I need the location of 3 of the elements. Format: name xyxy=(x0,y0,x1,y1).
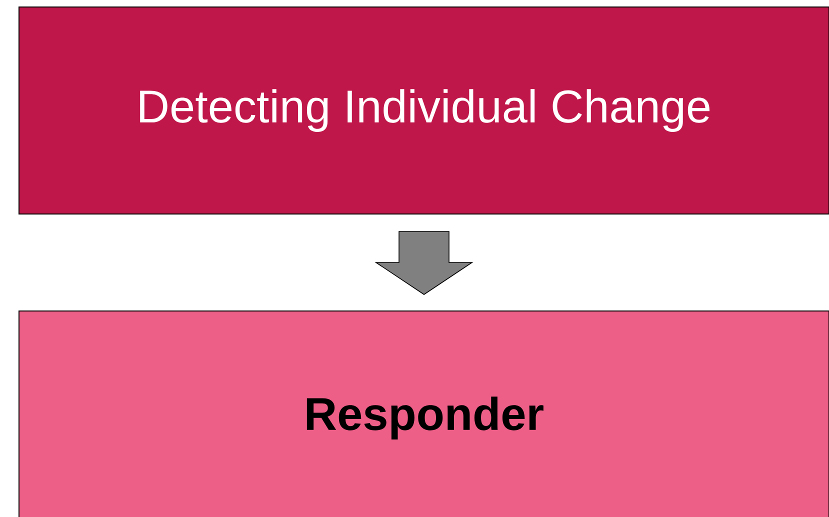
process-box: Responder xyxy=(18,310,829,517)
process-box: Detecting Individual Change xyxy=(18,6,829,214)
block-arrow xyxy=(374,231,474,295)
